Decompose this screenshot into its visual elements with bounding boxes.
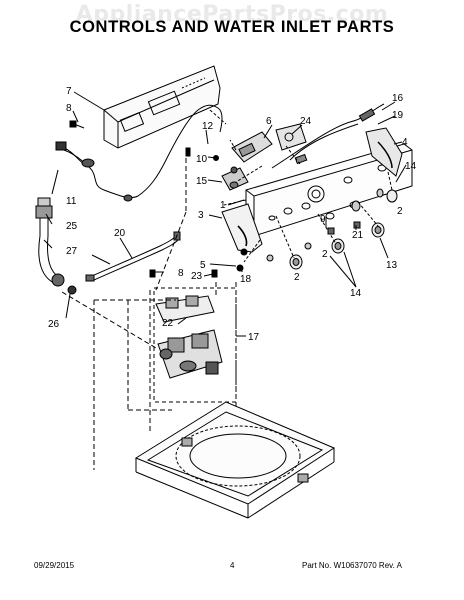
callout-21: 21 [352,230,364,241]
callout-8-top: 8 [66,103,72,114]
footer-page-number: 4 [230,561,235,570]
callout-19: 19 [392,110,404,121]
callout-10: 10 [196,154,208,165]
watermark: AppliancePartsPros.com [75,2,389,27]
callout-25: 25 [66,221,78,232]
callout-14-bottom: 14 [350,288,362,299]
callout-22: 22 [162,318,174,329]
callout-9: 9 [320,214,326,225]
callout-13: 13 [386,260,398,271]
footer-date: 09/29/2015 [34,561,75,570]
callout-23: 23 [191,271,203,282]
inlet-hose [85,231,181,282]
callout-2-b: 2 [322,249,328,260]
water-valve-assembly [153,287,237,403]
callout-11: 11 [66,196,77,207]
screw-part [69,120,85,129]
callout-16: 16 [392,93,404,104]
callout-8-mid: 8 [178,268,184,279]
footer-part-number: Part No. W10637070 Rev. A [302,561,402,570]
callout-15: 15 [196,176,208,187]
page-title: CONTROLS AND WATER INLET PARTS [69,18,395,36]
callout-numbers: 7 8 11 25 27 26 20 12 10 15 3 1 6 24 16 … [48,86,417,343]
callout-24: 24 [300,116,312,127]
console-end-cap [221,203,263,253]
callout-5: 5 [200,260,206,271]
callout-2-a: 2 [397,206,403,217]
console-wiring [271,103,385,169]
wire-harness [55,104,223,202]
callout-3: 3 [198,210,204,221]
callout-27: 27 [66,246,78,257]
callout-6: 6 [266,116,272,127]
callout-4: 4 [402,137,408,148]
small-hardware [149,147,361,278]
callout-14-right: 14 [405,161,417,172]
callout-17: 17 [248,332,260,343]
control-panel-bracket [103,65,221,149]
control-switches [221,123,307,191]
callout-20: 20 [114,228,126,239]
assembly-lines [61,150,237,470]
washer-top [134,401,336,519]
console-end-cap-right [365,127,403,177]
knobs [266,188,398,270]
callout-2-c: 2 [294,272,300,283]
callout-12: 12 [202,121,214,132]
callout-26: 26 [48,319,60,330]
callout-1: 1 [220,200,226,211]
inlet-filter-hose [35,197,77,295]
callout-leaders [43,91,407,337]
callout-7: 7 [66,86,72,97]
callout-18: 18 [240,274,252,285]
